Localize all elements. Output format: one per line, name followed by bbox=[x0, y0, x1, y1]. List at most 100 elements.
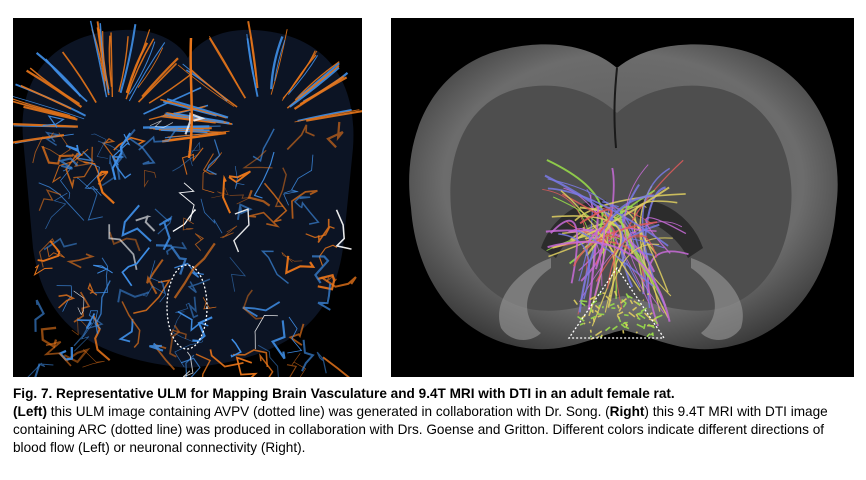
ulm-vasculature-image bbox=[13, 18, 362, 377]
fiber-tract bbox=[590, 315, 597, 320]
vessel bbox=[229, 194, 251, 205]
fiber-tract bbox=[601, 305, 604, 309]
vessel bbox=[128, 41, 156, 95]
fiber-tract bbox=[605, 295, 612, 302]
vessel bbox=[326, 121, 344, 149]
fiber-tract bbox=[579, 322, 584, 326]
vessel bbox=[42, 115, 65, 128]
fiber-tract bbox=[644, 312, 651, 319]
vessel bbox=[116, 128, 136, 180]
fiber-tract bbox=[611, 325, 618, 331]
vessel bbox=[246, 34, 257, 90]
vessel bbox=[211, 187, 229, 199]
vessel bbox=[121, 301, 141, 348]
fiber-tract bbox=[622, 321, 628, 325]
vessel bbox=[242, 301, 281, 318]
vessel bbox=[175, 302, 191, 313]
vessel bbox=[208, 36, 239, 86]
vessel bbox=[74, 313, 94, 352]
fiber-tract bbox=[618, 307, 622, 312]
fiber-tract bbox=[635, 331, 639, 334]
fiber-tract bbox=[647, 292, 650, 296]
fiber-tract bbox=[594, 330, 603, 337]
vessel bbox=[33, 264, 53, 277]
vessel bbox=[188, 296, 199, 319]
fiber-tract bbox=[589, 307, 593, 313]
fiber-tract bbox=[605, 326, 611, 332]
vessel bbox=[287, 316, 303, 354]
fiber-tract bbox=[636, 323, 644, 329]
fiber-tract bbox=[635, 313, 639, 318]
vessel bbox=[44, 131, 62, 146]
vessel bbox=[56, 285, 73, 312]
fiber-tract bbox=[579, 208, 613, 234]
fiber-tract bbox=[620, 323, 626, 329]
vessel bbox=[37, 240, 61, 262]
vessel bbox=[20, 84, 72, 110]
dti-fiber-tracts bbox=[542, 159, 689, 340]
fiber-tract bbox=[592, 317, 595, 323]
vessel bbox=[274, 40, 286, 82]
vessel bbox=[165, 241, 188, 255]
avpv-dotted-outline bbox=[166, 264, 208, 350]
vessel bbox=[184, 112, 206, 135]
vessel bbox=[73, 291, 91, 323]
fiber-tract bbox=[632, 306, 638, 312]
vessel bbox=[61, 51, 97, 103]
vessel bbox=[220, 225, 238, 239]
vessel bbox=[252, 128, 275, 162]
vessel bbox=[173, 242, 216, 299]
fiber-tract bbox=[580, 301, 586, 307]
vessel bbox=[46, 247, 65, 259]
vessel bbox=[128, 42, 166, 102]
vessel bbox=[108, 231, 141, 252]
vessel bbox=[232, 349, 269, 368]
vessel bbox=[133, 279, 171, 314]
vessel bbox=[32, 132, 54, 164]
vessel bbox=[285, 255, 316, 275]
vessel bbox=[190, 68, 238, 108]
fiber-tract bbox=[624, 326, 630, 330]
fiber-tract bbox=[637, 313, 646, 320]
vessel bbox=[118, 36, 129, 93]
vessel bbox=[235, 356, 258, 377]
vessel bbox=[229, 256, 247, 292]
vessel-network bbox=[13, 20, 362, 377]
fiber-tract bbox=[629, 299, 634, 305]
vessel bbox=[182, 351, 194, 377]
vessel bbox=[160, 129, 208, 134]
vessel bbox=[209, 349, 244, 368]
ulm-vasculature-graphic bbox=[13, 18, 362, 377]
vessel bbox=[288, 54, 317, 93]
vessel bbox=[248, 211, 280, 228]
fiber-tract bbox=[609, 302, 615, 307]
vessel bbox=[283, 190, 298, 206]
vessel bbox=[300, 201, 320, 225]
fiber-tract bbox=[654, 319, 658, 325]
vessel bbox=[317, 283, 332, 311]
vessel bbox=[172, 208, 197, 232]
vessel bbox=[40, 326, 58, 349]
vessel bbox=[110, 32, 114, 97]
vessel bbox=[125, 42, 149, 94]
vessel bbox=[66, 253, 95, 269]
vessel bbox=[281, 252, 303, 263]
fiber-tract bbox=[595, 234, 658, 282]
vessel bbox=[93, 264, 113, 274]
vessel bbox=[41, 145, 74, 165]
vessel bbox=[291, 353, 306, 377]
vessel bbox=[289, 66, 340, 108]
vessel bbox=[91, 133, 109, 159]
vessel bbox=[142, 279, 166, 297]
vessel bbox=[94, 257, 109, 294]
vessel bbox=[290, 154, 314, 193]
fiber-tract bbox=[597, 313, 605, 316]
vessel bbox=[117, 288, 150, 303]
fiber-tract bbox=[578, 188, 593, 282]
vessel bbox=[200, 198, 223, 234]
fiber-tract bbox=[636, 301, 641, 306]
vessel bbox=[208, 37, 247, 99]
caption-text-a: this ULM image containing AVPV (dotted l… bbox=[46, 404, 610, 419]
fiber-tract bbox=[599, 335, 602, 338]
vessel bbox=[187, 278, 211, 294]
